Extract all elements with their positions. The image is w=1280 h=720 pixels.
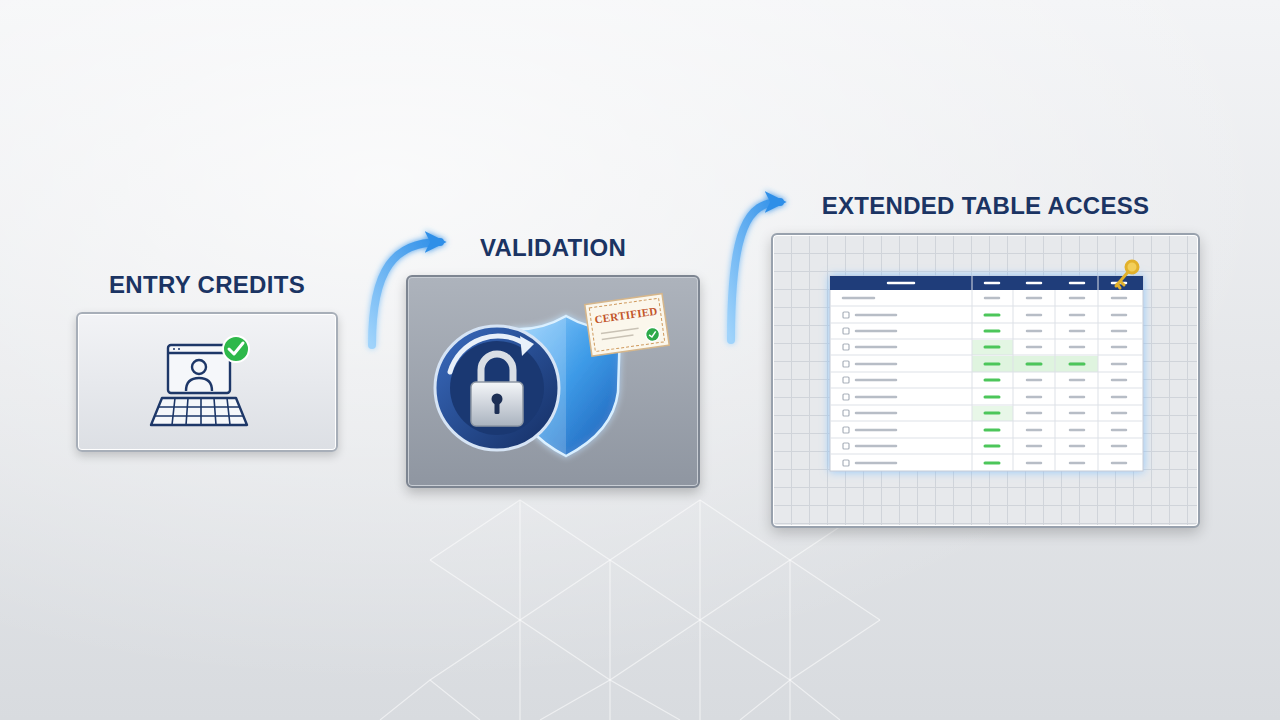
table-row	[843, 427, 1126, 433]
table-row	[843, 410, 1126, 416]
box-heading: VALIDATION	[480, 234, 626, 262]
first-row	[843, 298, 1126, 299]
table-row	[843, 394, 1126, 400]
box-heading: EXTENDED TABLE ACCESS	[822, 192, 1150, 220]
data-table	[830, 276, 1143, 471]
table-row	[843, 328, 1126, 334]
cell-highlight	[972, 406, 1013, 421]
table-header	[830, 276, 1143, 290]
green-marks	[1027, 363, 1084, 366]
header-marks	[888, 282, 1126, 285]
table-row	[843, 344, 1126, 350]
table-row	[843, 460, 1126, 466]
box-heading: ENTRY CREDITS	[109, 271, 305, 299]
curved-arrow	[731, 202, 780, 340]
curved-arrows	[372, 202, 780, 345]
flow-arrow	[700, 379, 771, 385]
table-panel	[830, 276, 1143, 471]
key-icon	[1116, 261, 1138, 288]
flow-arrow	[338, 379, 406, 385]
process-box: VALIDATION	[406, 275, 700, 488]
background-triangles	[380, 500, 880, 720]
check-badge	[223, 336, 249, 362]
process-box: EXTENDED TABLE ACCESS	[771, 233, 1200, 528]
curved-arrow	[372, 242, 440, 345]
certificate-icon	[585, 294, 669, 356]
table-row	[843, 312, 1126, 318]
lock-icon	[435, 326, 559, 450]
cell-highlight	[972, 356, 1098, 372]
shield-icon	[512, 316, 620, 456]
laptop-icon	[151, 345, 247, 425]
table-row	[843, 361, 1126, 367]
table-row	[843, 443, 1126, 449]
cell-highlight	[972, 340, 1013, 355]
table-row	[843, 377, 1126, 383]
table-grid	[830, 276, 1143, 471]
process-box: ENTRY CREDITS	[76, 312, 338, 452]
